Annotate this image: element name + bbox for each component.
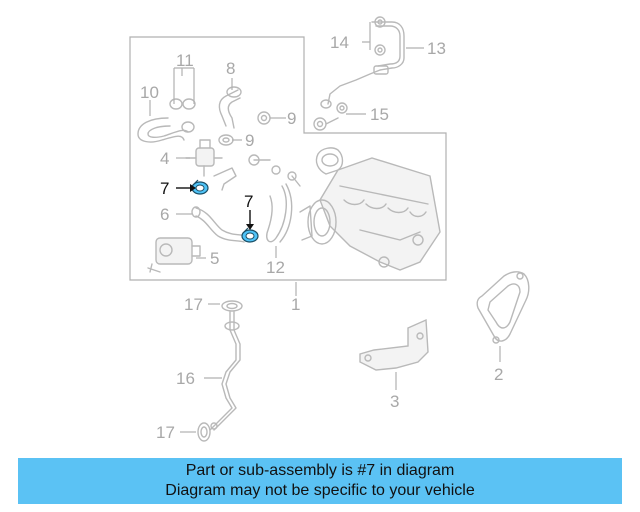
callout-10: 10	[140, 83, 159, 102]
part-5-actuator[interactable]	[147, 237, 201, 273]
part-17-upper-gasket[interactable]	[221, 300, 243, 312]
callout-1: 1	[291, 295, 300, 314]
callout-3: 3	[390, 392, 399, 411]
info-banner: Part or sub-assembly is #7 in diagram Di…	[18, 458, 622, 504]
part-1-turbo-manifold[interactable]	[299, 147, 441, 271]
bolts-group	[248, 154, 301, 187]
part-11-clamps[interactable]	[169, 98, 196, 133]
callout-17-lower: 17	[156, 423, 175, 442]
part-2-gasket[interactable]	[476, 271, 530, 344]
part-9-lower[interactable]	[218, 134, 234, 146]
part-8-hose[interactable]	[218, 86, 242, 129]
part-6-hose[interactable]	[191, 206, 247, 243]
callout-16: 16	[176, 369, 195, 388]
part-15-washers[interactable]	[313, 102, 348, 131]
callout-11: 11	[176, 51, 194, 70]
part-9-upper[interactable]	[257, 111, 271, 125]
part-4-valve[interactable]	[185, 139, 223, 177]
callout-14: 14	[330, 33, 349, 52]
callout-7-upper: 7	[160, 179, 169, 198]
callout-6: 6	[160, 205, 169, 224]
callout-8: 8	[226, 59, 235, 78]
callout-17-upper: 17	[184, 295, 203, 314]
callout-15: 15	[370, 105, 389, 124]
callout-12: 12	[266, 258, 285, 277]
callout-5: 5	[210, 249, 219, 268]
part-3-bracket[interactable]	[359, 318, 429, 371]
part-7-clamp-lower[interactable]	[241, 227, 259, 243]
part-16-pipe[interactable]	[209, 311, 241, 431]
part-12-hose[interactable]	[266, 183, 293, 243]
banner-line-1: Part or sub-assembly is #7 in diagram	[185, 462, 455, 479]
callout-4: 4	[160, 149, 169, 168]
part-10-hose[interactable]	[137, 117, 189, 143]
leader-lines	[149, 22, 501, 433]
part-13-oil-line[interactable]	[320, 21, 405, 109]
bracket-small	[213, 167, 237, 191]
banner-line-2: Diagram may not be specific to your vehi…	[165, 482, 475, 499]
assembly-frame	[129, 36, 447, 281]
callout-9-lower: 9	[245, 131, 254, 150]
callout-13: 13	[427, 39, 446, 58]
callout-7-lower: 7	[244, 192, 253, 211]
part-17-lower-gasket[interactable]	[197, 422, 218, 442]
callout-2: 2	[494, 365, 503, 384]
part-14-washers[interactable]	[374, 16, 386, 56]
callout-9-upper: 9	[287, 109, 296, 128]
